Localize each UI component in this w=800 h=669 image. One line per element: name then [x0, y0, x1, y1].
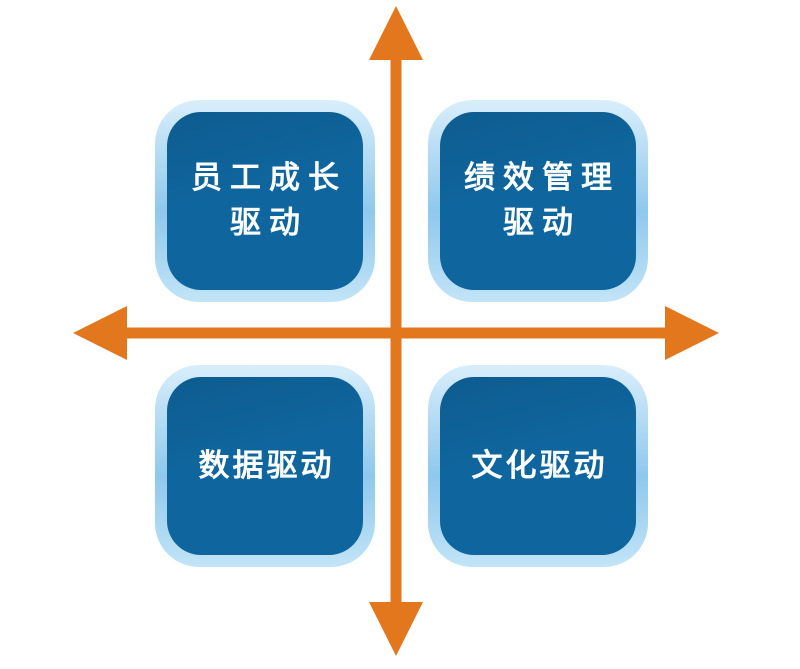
quadrant-card-body: 文化驱动: [440, 377, 636, 555]
horizontal-axis-shaft: [123, 327, 669, 339]
quadrant-label-line: 数据驱动: [198, 447, 335, 484]
horizontal-axis: [73, 306, 719, 360]
quadrant-card-body: 数据驱动: [167, 377, 363, 555]
quadrant-label-line: 驱动: [503, 205, 581, 241]
arrow-left-icon: [73, 306, 127, 360]
quadrant-label-line: 文化驱动: [471, 447, 608, 484]
arrow-right-icon: [665, 306, 719, 360]
quadrant-card-bottom-right: 文化驱动: [428, 365, 648, 567]
quadrant-card-bottom-left: 数据驱动: [155, 365, 375, 567]
quadrant-label-line: 绩效管理: [464, 160, 620, 196]
quadrant-card-top-right: 绩效管理 驱动: [428, 100, 648, 302]
quadrant-card-body: 绩效管理 驱动: [440, 112, 636, 290]
quadrant-card-top-left: 员工成长 驱动: [155, 100, 375, 302]
arrow-down-icon: [369, 602, 423, 656]
quadrant-label-line: 驱动: [230, 205, 308, 241]
arrow-up-icon: [369, 6, 423, 60]
quadrant-label-line: 员工成长: [191, 160, 347, 196]
quadrant-card-body: 员工成长 驱动: [167, 112, 363, 290]
